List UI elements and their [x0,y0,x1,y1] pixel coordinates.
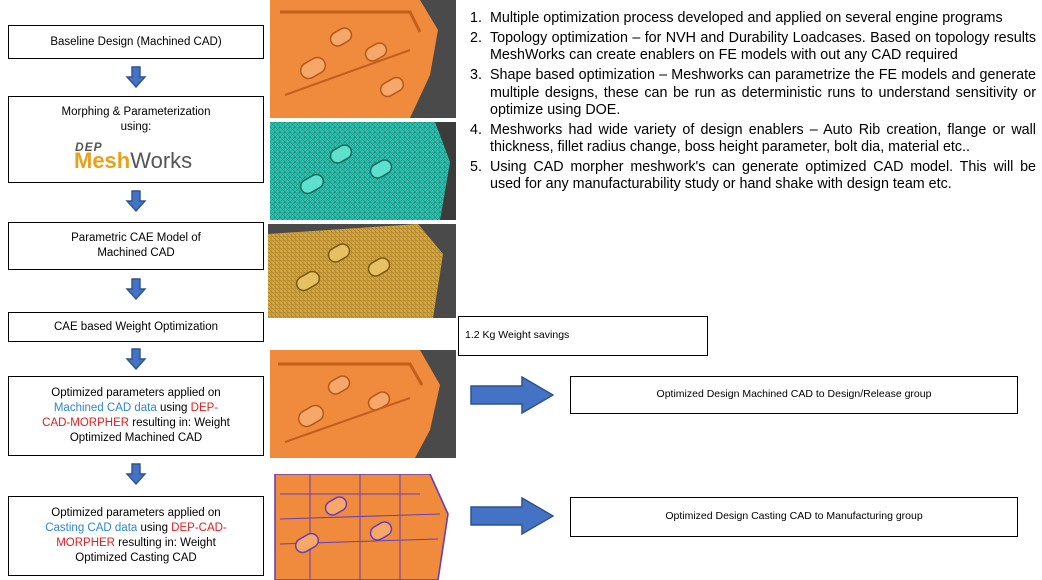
note-item: 1. Multiple optimization process develope… [470,10,1036,27]
baseline-design-label: Baseline Design (Machined CAD) [50,35,222,48]
down-arrow-icon [125,463,147,485]
meshworks-logo-mesh: Mesh [74,148,131,173]
optimized-machined-render [270,350,456,458]
machined-output-box: Optimized Design Machined CAD to Design/… [570,376,1018,414]
morphing-label: Morphing & Parameterization [61,106,211,118]
note-number: 1. [470,10,482,26]
down-arrow-icon [125,278,147,300]
parametric-cae-model-box: Parametric CAE Model of Machined CAD [8,222,264,270]
meshworks-logo-works: Works [130,148,193,173]
dep-logo-text: DEP [75,140,103,154]
machined-output-label: Optimized Design Machined CAD to Design/… [656,388,932,401]
morphing-parameterization-box: Morphing & Parameterization using: [8,96,264,183]
casting-text-5: resulting in: Weight Optimized Casting C… [75,537,216,564]
down-arrow-icon [125,66,147,88]
baseline-design-box: Baseline Design (Machined CAD) [8,25,264,59]
note-item: 2. Topology optimization – for NVH and Du… [470,30,1036,64]
weight-optimization-label: CAE based Weight Optimization [53,320,219,333]
note-item: 3. Shape based optimization – Meshworks c… [470,67,1036,118]
weight-savings-box: 1.2 Kg Weight savings [458,316,708,356]
meshworks-logo: MeshWorks [74,150,192,172]
parametric-cae-label: Parametric CAE Model of Machined CAD [71,232,201,259]
optimized-casting-render [270,474,456,580]
down-arrow-icon [125,190,147,212]
right-arrow-icon [470,497,554,535]
machined-text-1: Optimized parameters applied on [51,387,221,400]
right-arrow-icon [470,376,554,414]
note-text: Meshworks had wide variety of design ena… [490,121,1036,156]
casting-cad-applied-box: Optimized parameters applied on Casting … [8,496,264,576]
note-text: Topology optimization – for NVH and Dura… [490,30,1036,64]
note-number: 3. [470,67,482,84]
parametric-model-render [268,224,456,318]
note-text: Multiple optimization process developed … [490,10,1003,26]
note-number: 5. [470,159,482,176]
casting-cad-data-text: Casting CAD data [45,522,138,535]
note-number: 4. [470,121,482,138]
note-number: 2. [470,30,482,47]
casting-morpher-text: DEP-CAD-MORPHER [56,522,227,549]
note-item: 5. Using CAD morpher meshwork's can gener… [470,159,1036,193]
machined-cad-data-text: Machined CAD data [53,402,157,415]
weight-optimization-box: CAE based Weight Optimization [8,312,264,342]
casting-text-3: using [137,522,172,535]
weight-savings-label: 1.2 Kg Weight savings [465,329,570,342]
machined-text-3: using [156,402,191,415]
casting-output-label: Optimized Design Casting CAD to Manufact… [665,510,923,523]
casting-cad-text: Optimized parameters applied on Casting … [41,506,231,566]
mesh-model-render [270,122,456,220]
baseline-cad-render [270,0,456,118]
casting-text-1: Optimized parameters applied on [51,507,221,520]
note-text: Shape based optimization – Meshworks can… [490,67,1036,118]
note-text: Using CAD morpher meshwork's can generat… [490,159,1036,193]
casting-output-box: Optimized Design Casting CAD to Manufact… [570,497,1018,537]
note-item: 4. Meshworks had wide variety of design e… [470,122,1036,156]
morphing-using-label: using: [120,120,152,133]
machined-cad-text: Optimized parameters applied on Machined… [41,386,231,446]
down-arrow-icon [125,348,147,370]
machined-text-5: resulting in: Weight Optimized Machined … [69,417,230,444]
machined-morpher-text: DEP-CAD-MORPHER [42,402,219,429]
machined-cad-applied-box: Optimized parameters applied on Machined… [8,376,264,456]
notes-list: 1. Multiple optimization process develope… [470,10,1036,197]
